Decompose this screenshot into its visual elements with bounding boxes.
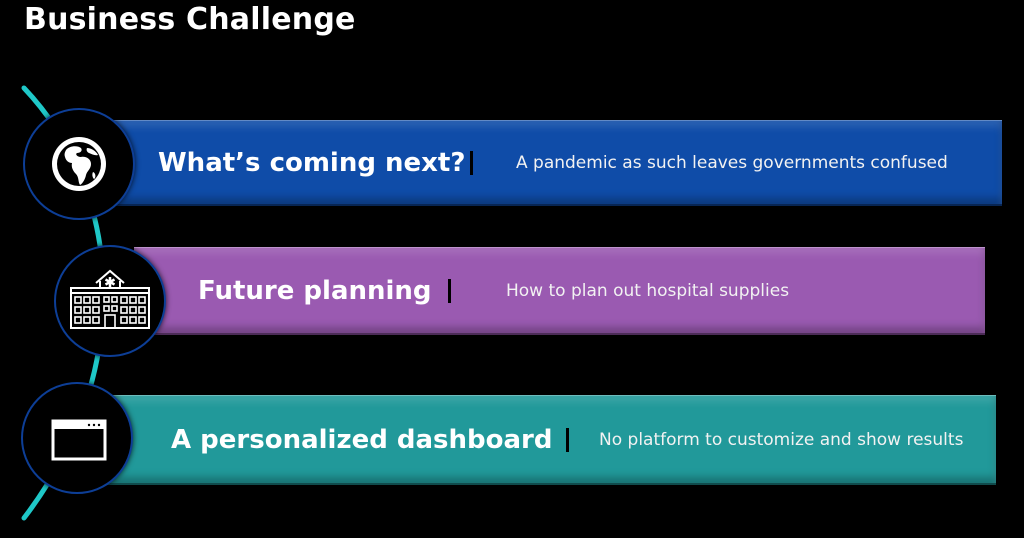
challenge-description: A pandemic as such leaves governments co… [516, 152, 948, 173]
separator [448, 278, 451, 303]
hospital-icon-circle [54, 245, 166, 357]
challenge-bar-1: What’s coming next? A pandemic as such l… [104, 120, 1002, 206]
globe-icon [52, 137, 106, 191]
separator [566, 427, 569, 452]
browser-window-icon-circle [21, 382, 133, 494]
challenge-heading: What’s coming next? [158, 147, 466, 178]
browser-window-icon [51, 419, 107, 461]
challenge-description: How to plan out hospital supplies [506, 280, 790, 301]
hospital-icon [70, 269, 150, 329]
separator [470, 150, 473, 175]
challenge-description: No platform to customize and show result… [599, 429, 964, 450]
challenge-heading: Future planning [198, 275, 432, 306]
globe-icon-circle [23, 108, 135, 220]
challenge-bar-2: Future planning How to plan out hospital… [134, 247, 985, 335]
challenge-bar-3: A personalized dashboard No platform to … [104, 395, 996, 485]
page-title: Business Challenge [24, 2, 356, 37]
challenge-heading: A personalized dashboard [171, 424, 553, 455]
